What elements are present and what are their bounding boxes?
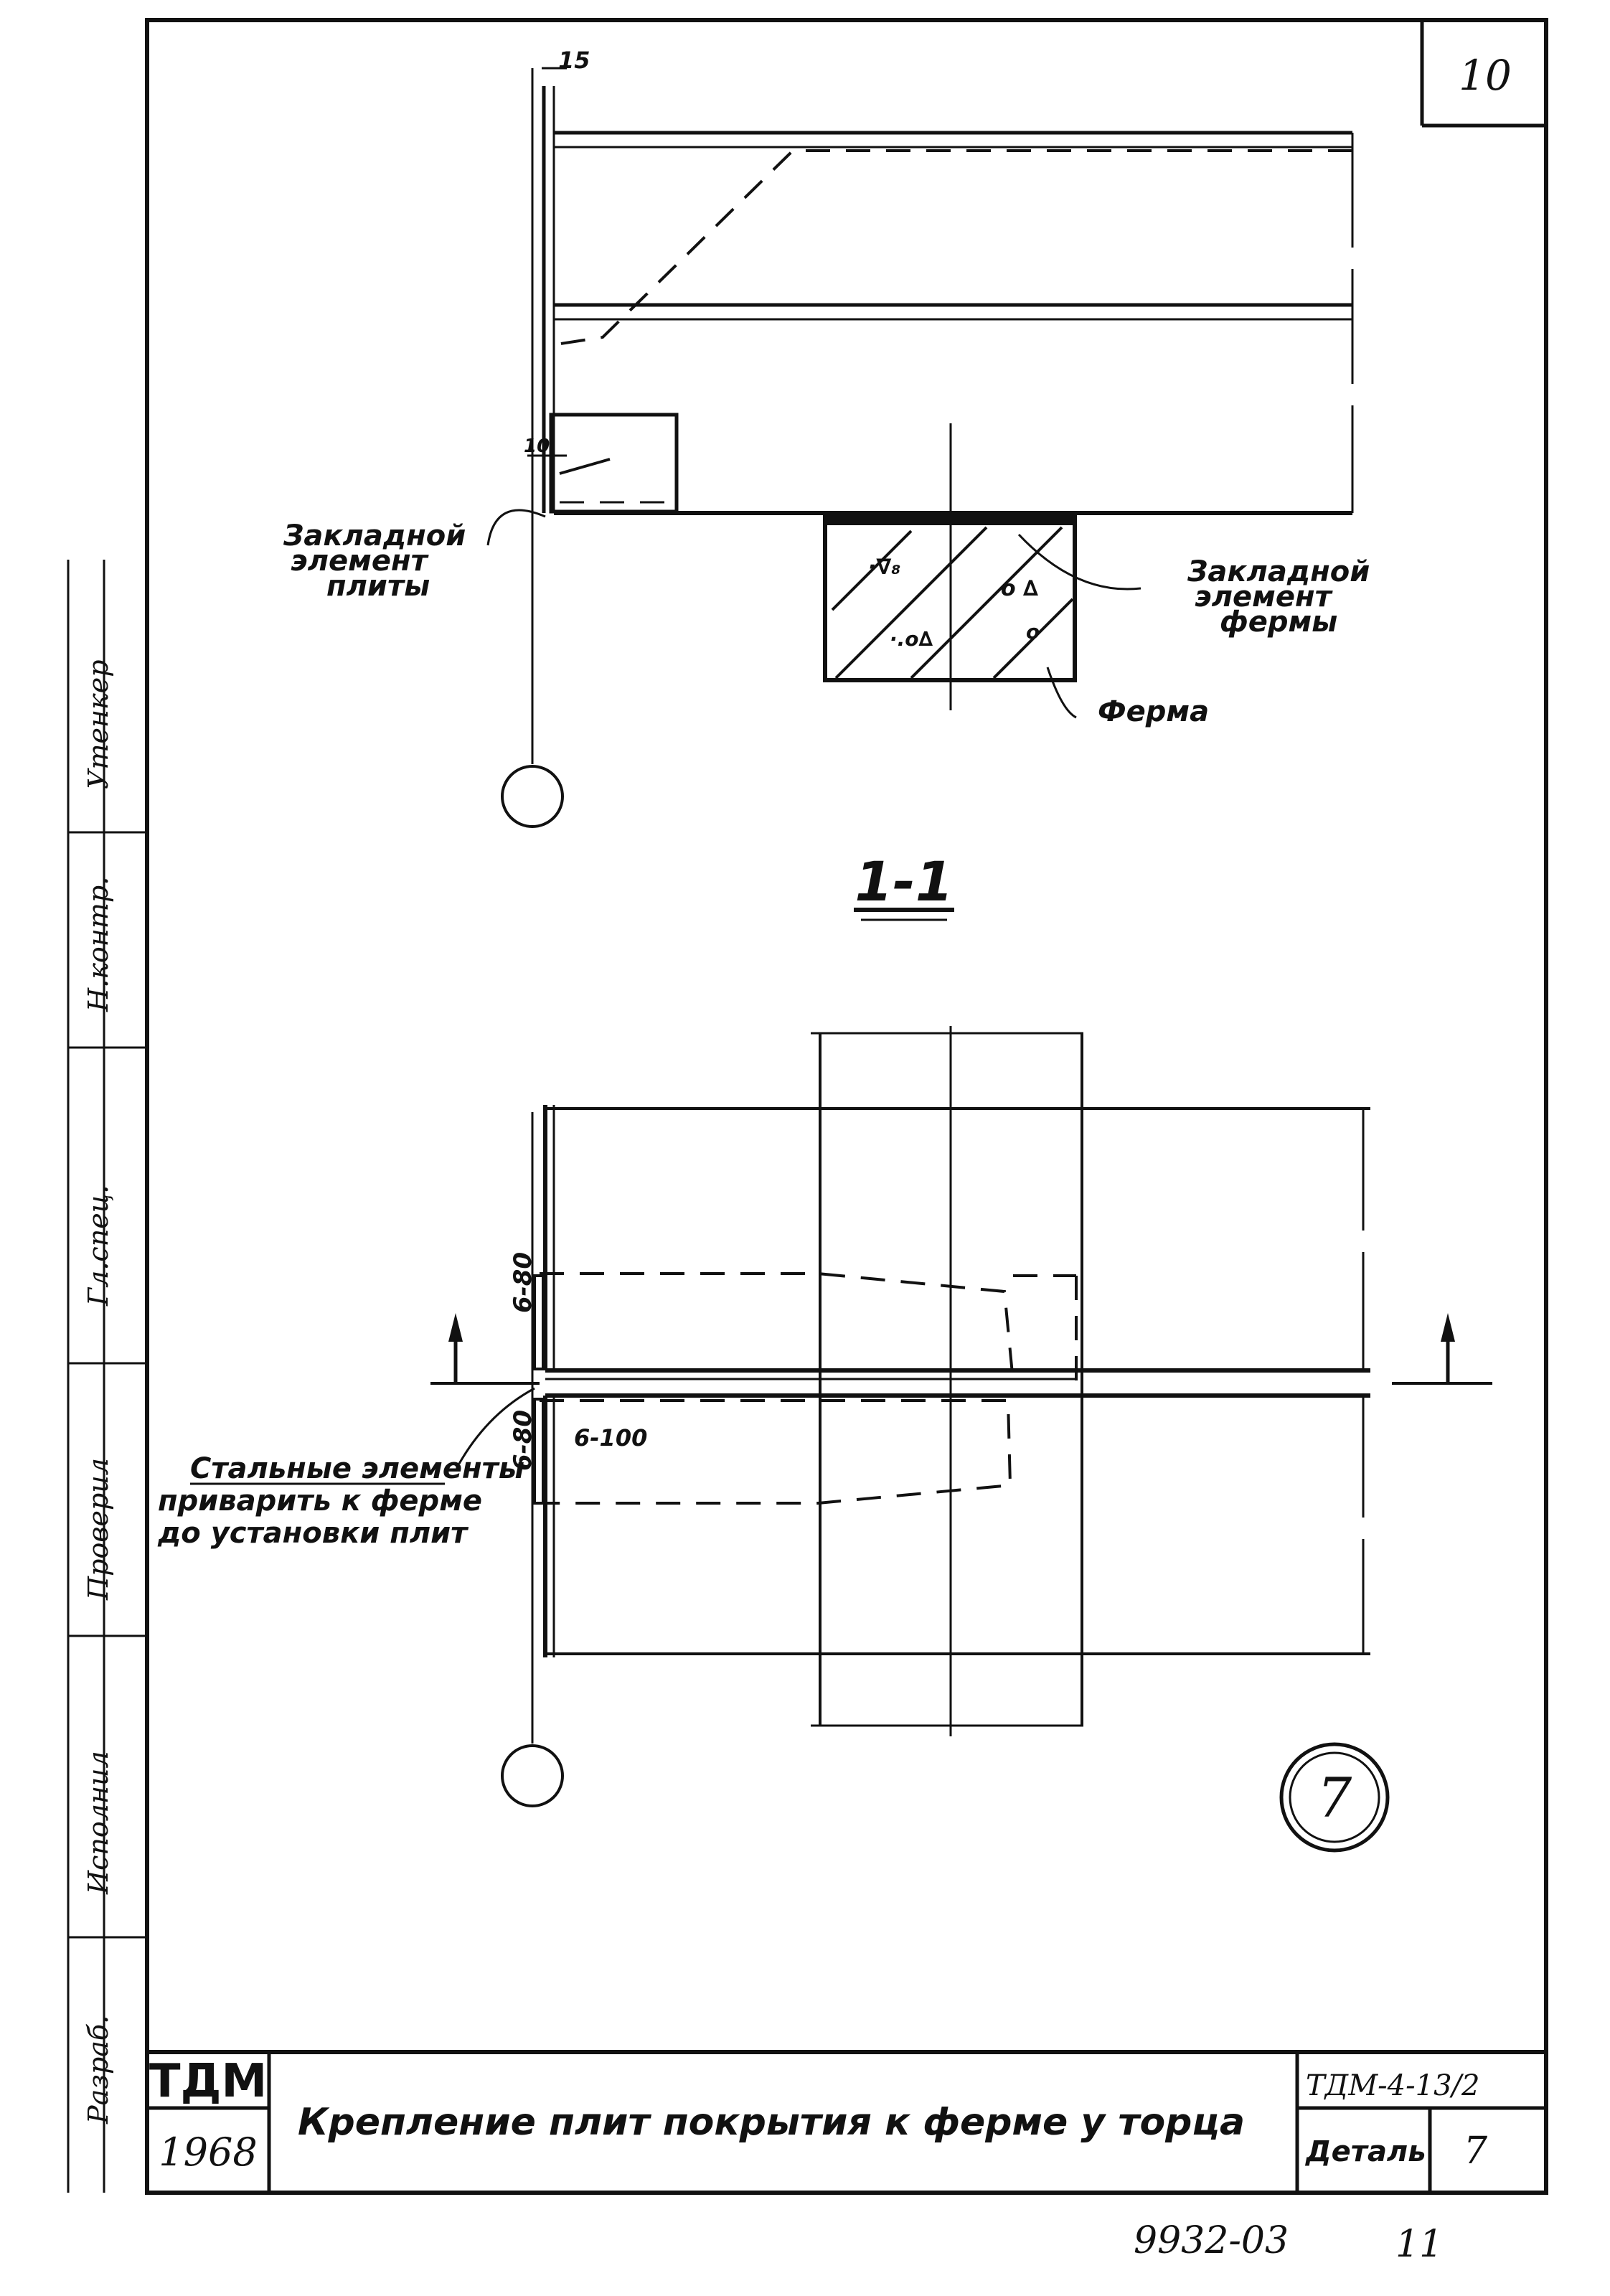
section-label-group: 1-1 xyxy=(854,850,954,921)
label-truss-embed-1: Закладной xyxy=(1187,555,1370,588)
dim-10: 10 xyxy=(524,436,550,457)
detail-badge-number: 7 xyxy=(1317,1766,1352,1830)
footer-code: 9932-03 xyxy=(1134,2219,1289,2262)
weld-horizontal: 6-100 xyxy=(574,1424,647,1452)
margin-stamp-4: Проверил xyxy=(83,1458,114,1601)
doc-code: ТДМ-4-13/2 xyxy=(1306,2069,1479,2102)
weld-lower: 6-80 xyxy=(509,1410,537,1471)
label-truss: Ферма xyxy=(1098,695,1209,728)
axis-bubble-bottom xyxy=(501,1744,564,1807)
label-plate-embed-1: Закладной xyxy=(283,519,466,552)
axis-bubble-top xyxy=(501,765,564,828)
margin-stamp-5: Исполнил xyxy=(83,1751,114,1895)
section-label: 1-1 xyxy=(855,850,953,913)
truss-mark-1: ·∇₈ xyxy=(868,555,900,580)
drawing-title: Крепление плит покрытия к ферме у торца xyxy=(298,2101,1245,2144)
label-plate-embed-3: плиты xyxy=(326,570,430,603)
label-plate-embed-2: элемент xyxy=(291,545,430,578)
year: 1968 xyxy=(159,2130,257,2175)
margin-stamp: Утенкер Н.контр. Гл.спец. Проверил Испол… xyxy=(67,560,147,2193)
note-line-3: до установки плит xyxy=(157,1517,469,1550)
detail-value: 7 xyxy=(1464,2130,1488,2173)
detail-badge: 7 xyxy=(1279,1742,1390,1853)
truss-mark-3: ·.o∆ xyxy=(890,627,933,651)
note-line-2: приварить к ферме xyxy=(158,1485,482,1518)
margin-stamp-6: Разраб. xyxy=(83,2015,114,2125)
weld-upper: 6-80 xyxy=(509,1252,537,1313)
dim-15: 15 xyxy=(558,47,590,74)
footer-page: 11 xyxy=(1395,2223,1443,2266)
margin-stamp-2: Н.контр. xyxy=(83,877,114,1012)
sheet-frame xyxy=(145,18,1548,2195)
margin-stamp-1: Утенкер xyxy=(83,659,114,789)
org-mark: ТДМ xyxy=(149,2055,267,2108)
title-block: ТДМ 1968 Крепление плит покрытия к ферме… xyxy=(149,2055,1488,2175)
truss-mark-4: o xyxy=(1026,620,1040,644)
top-plan-view: 15 10 ·∇₈ o ∆ ·.o∆ o xyxy=(283,47,1370,828)
margin-stamp-3: Гл.спец. xyxy=(83,1185,114,1307)
bottom-plan-view: 6-80 6-80 6-100 Стальные элементы привар… xyxy=(157,1026,1492,1807)
label-truss-embed-2: элемент xyxy=(1195,580,1334,613)
label-truss-embed-3: фермы xyxy=(1220,606,1337,639)
note-line-1: Стальные элементы xyxy=(190,1452,524,1485)
sheet-number: 10 xyxy=(1459,51,1512,100)
detail-label: Деталь xyxy=(1304,2135,1426,2168)
truss-mark-2: o ∆ xyxy=(1001,576,1038,601)
